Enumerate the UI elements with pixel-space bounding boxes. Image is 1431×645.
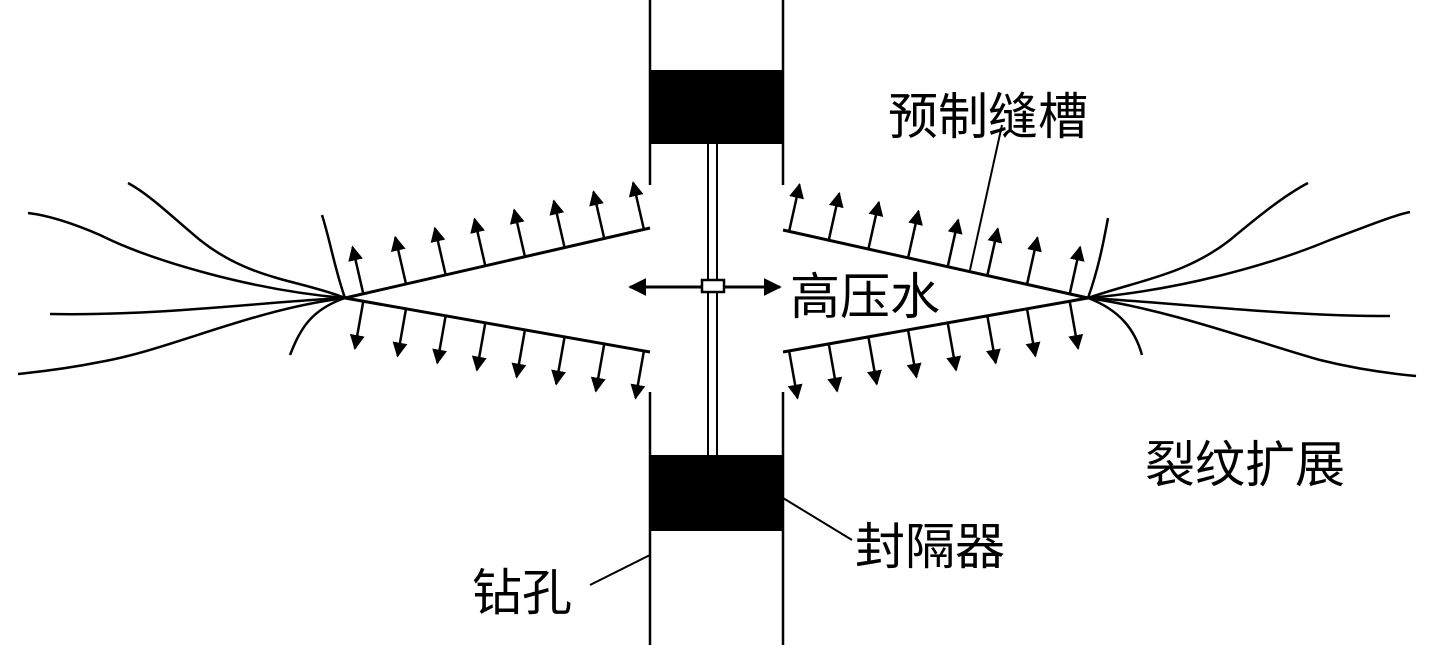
pressure-arrow-left-upper-5: [470, 217, 487, 267]
crack-left-4: [17, 296, 346, 376]
cracks-right: [1086, 181, 1417, 378]
pressure-arrow-left-lower-1: [630, 350, 646, 400]
pressure-arrow-right-upper-3: [867, 200, 884, 250]
pressure-arrow-left-lower-5: [471, 322, 487, 372]
pressure-arrow-left-upper-3: [549, 199, 566, 248]
pressure-arrow-left-upper-6: [430, 226, 447, 276]
crack-right-3: [1087, 296, 1391, 318]
leader-precut-slot: [969, 124, 1003, 271]
pressure-arrow-left-upper-7: [390, 235, 408, 285]
pressure-arrow-right-lower-7: [1025, 308, 1041, 358]
crack-left-6: [288, 296, 346, 356]
pressure-arrow-right-lower-5: [946, 322, 962, 372]
crack-left-2: [27, 211, 346, 300]
pressure-arrow-left-lower-4: [511, 329, 527, 379]
leader-packer: [782, 497, 853, 541]
crack-right-4: [1087, 296, 1417, 378]
pressure-arrow-right-upper-7: [1025, 236, 1042, 285]
pressure-arrow-left-lower-6: [432, 315, 448, 365]
crack-right-5: [1086, 217, 1110, 299]
pressure-arrow-left-lower-3: [551, 336, 566, 386]
crack-right-2: [1087, 210, 1411, 300]
leader-borehole: [589, 554, 651, 586]
crack-right-6: [1087, 296, 1144, 356]
label-packer: 封隔器: [855, 518, 1005, 576]
label-high-pressure-water: 高压水: [790, 268, 940, 326]
pressure-arrow-left-upper-1: [628, 181, 646, 230]
packer-upper: [650, 70, 783, 144]
crack-left-5: [320, 214, 347, 299]
pressure-arrow-left-upper-4: [509, 208, 527, 257]
injection-pipe: [628, 144, 782, 455]
label-crack-propagation: 裂纹扩展: [1145, 436, 1345, 494]
pressure-arrows: [348, 181, 1085, 400]
cracks-left: [17, 181, 347, 376]
pressure-arrow-right-lower-6: [985, 315, 1001, 365]
pressure-arrow-left-upper-2: [589, 190, 606, 239]
label-borehole: 钻孔: [472, 564, 572, 622]
label-precut-slot: 预制缝槽: [888, 88, 1088, 146]
packer-lower: [650, 455, 783, 531]
pressure-arrow-right-upper-4: [906, 209, 923, 259]
nozzle: [700, 278, 726, 294]
pressure-arrow-right-lower-1: [787, 350, 803, 400]
crack-right-1: [1087, 181, 1309, 300]
pressure-arrow-right-upper-1: [787, 183, 804, 232]
pressure-arrow-right-upper-8: [1068, 245, 1085, 295]
pressure-arrow-right-upper-2: [827, 191, 844, 241]
pressure-arrow-left-upper-8: [348, 245, 365, 295]
pressure-arrow-right-lower-4: [906, 329, 922, 379]
pressure-arrow-right-upper-6: [986, 227, 1003, 276]
slot-left: [344, 226, 651, 354]
crack-left-3: [49, 296, 346, 316]
pressure-arrow-right-lower-8: [1068, 301, 1084, 350]
pressure-arrow-left-lower-7: [392, 308, 408, 358]
pressure-arrow-right-lower-2: [827, 343, 843, 393]
crack-left-1: [127, 181, 346, 300]
pressure-arrow-left-lower-8: [349, 301, 365, 350]
pressure-arrow-left-lower-2: [590, 343, 606, 393]
pressure-arrow-right-upper-5: [946, 218, 963, 267]
pressure-arrow-right-lower-3: [867, 336, 882, 386]
